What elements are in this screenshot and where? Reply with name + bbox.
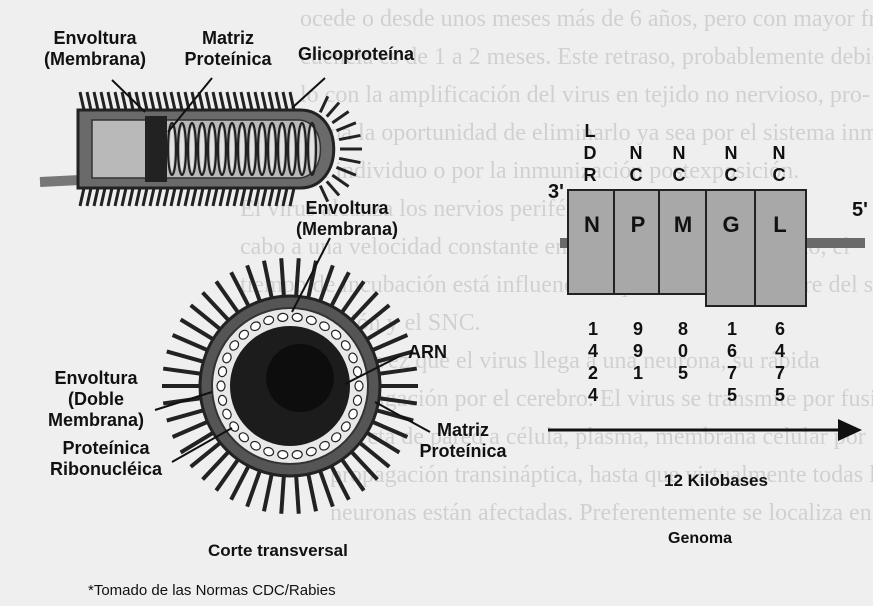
- glycoprotein-label: Glicoproteína: [298, 44, 414, 65]
- rna-label: ARN: [408, 342, 447, 363]
- virion-longitudinal: [40, 92, 362, 206]
- gene-n: N: [578, 212, 606, 238]
- gene-m: M: [669, 212, 697, 238]
- genome-caption: Genoma: [668, 528, 732, 549]
- gene-g: G: [717, 212, 745, 238]
- gene-l: L: [766, 212, 794, 238]
- genome-5prime-end: 5': [852, 200, 868, 221]
- genome-scale-label: 12 Kilobases: [664, 470, 768, 491]
- source-note: *Tomado de las Normas CDC/Rabies: [88, 580, 336, 601]
- envelope-membrane-label-cross: Envoltura (Membrana): [282, 198, 412, 240]
- genome-3prime-end: 3': [548, 182, 564, 203]
- virion-cross-section: [162, 258, 418, 513]
- double-membrane-envelope-label: Envoltura (Doble Membrana): [40, 368, 152, 431]
- envelope-membrane-label-top: Envoltura (Membrana): [30, 28, 160, 70]
- gene-p: P: [624, 212, 652, 238]
- matrix-protein-label-cross: Matriz Proteínica: [408, 420, 518, 462]
- cross-section-caption: Corte transversal: [208, 540, 348, 561]
- matrix-protein-label-top: Matriz Proteínica: [168, 28, 288, 70]
- ribonucleic-protein-label: Proteínica Ribonucléica: [40, 438, 172, 480]
